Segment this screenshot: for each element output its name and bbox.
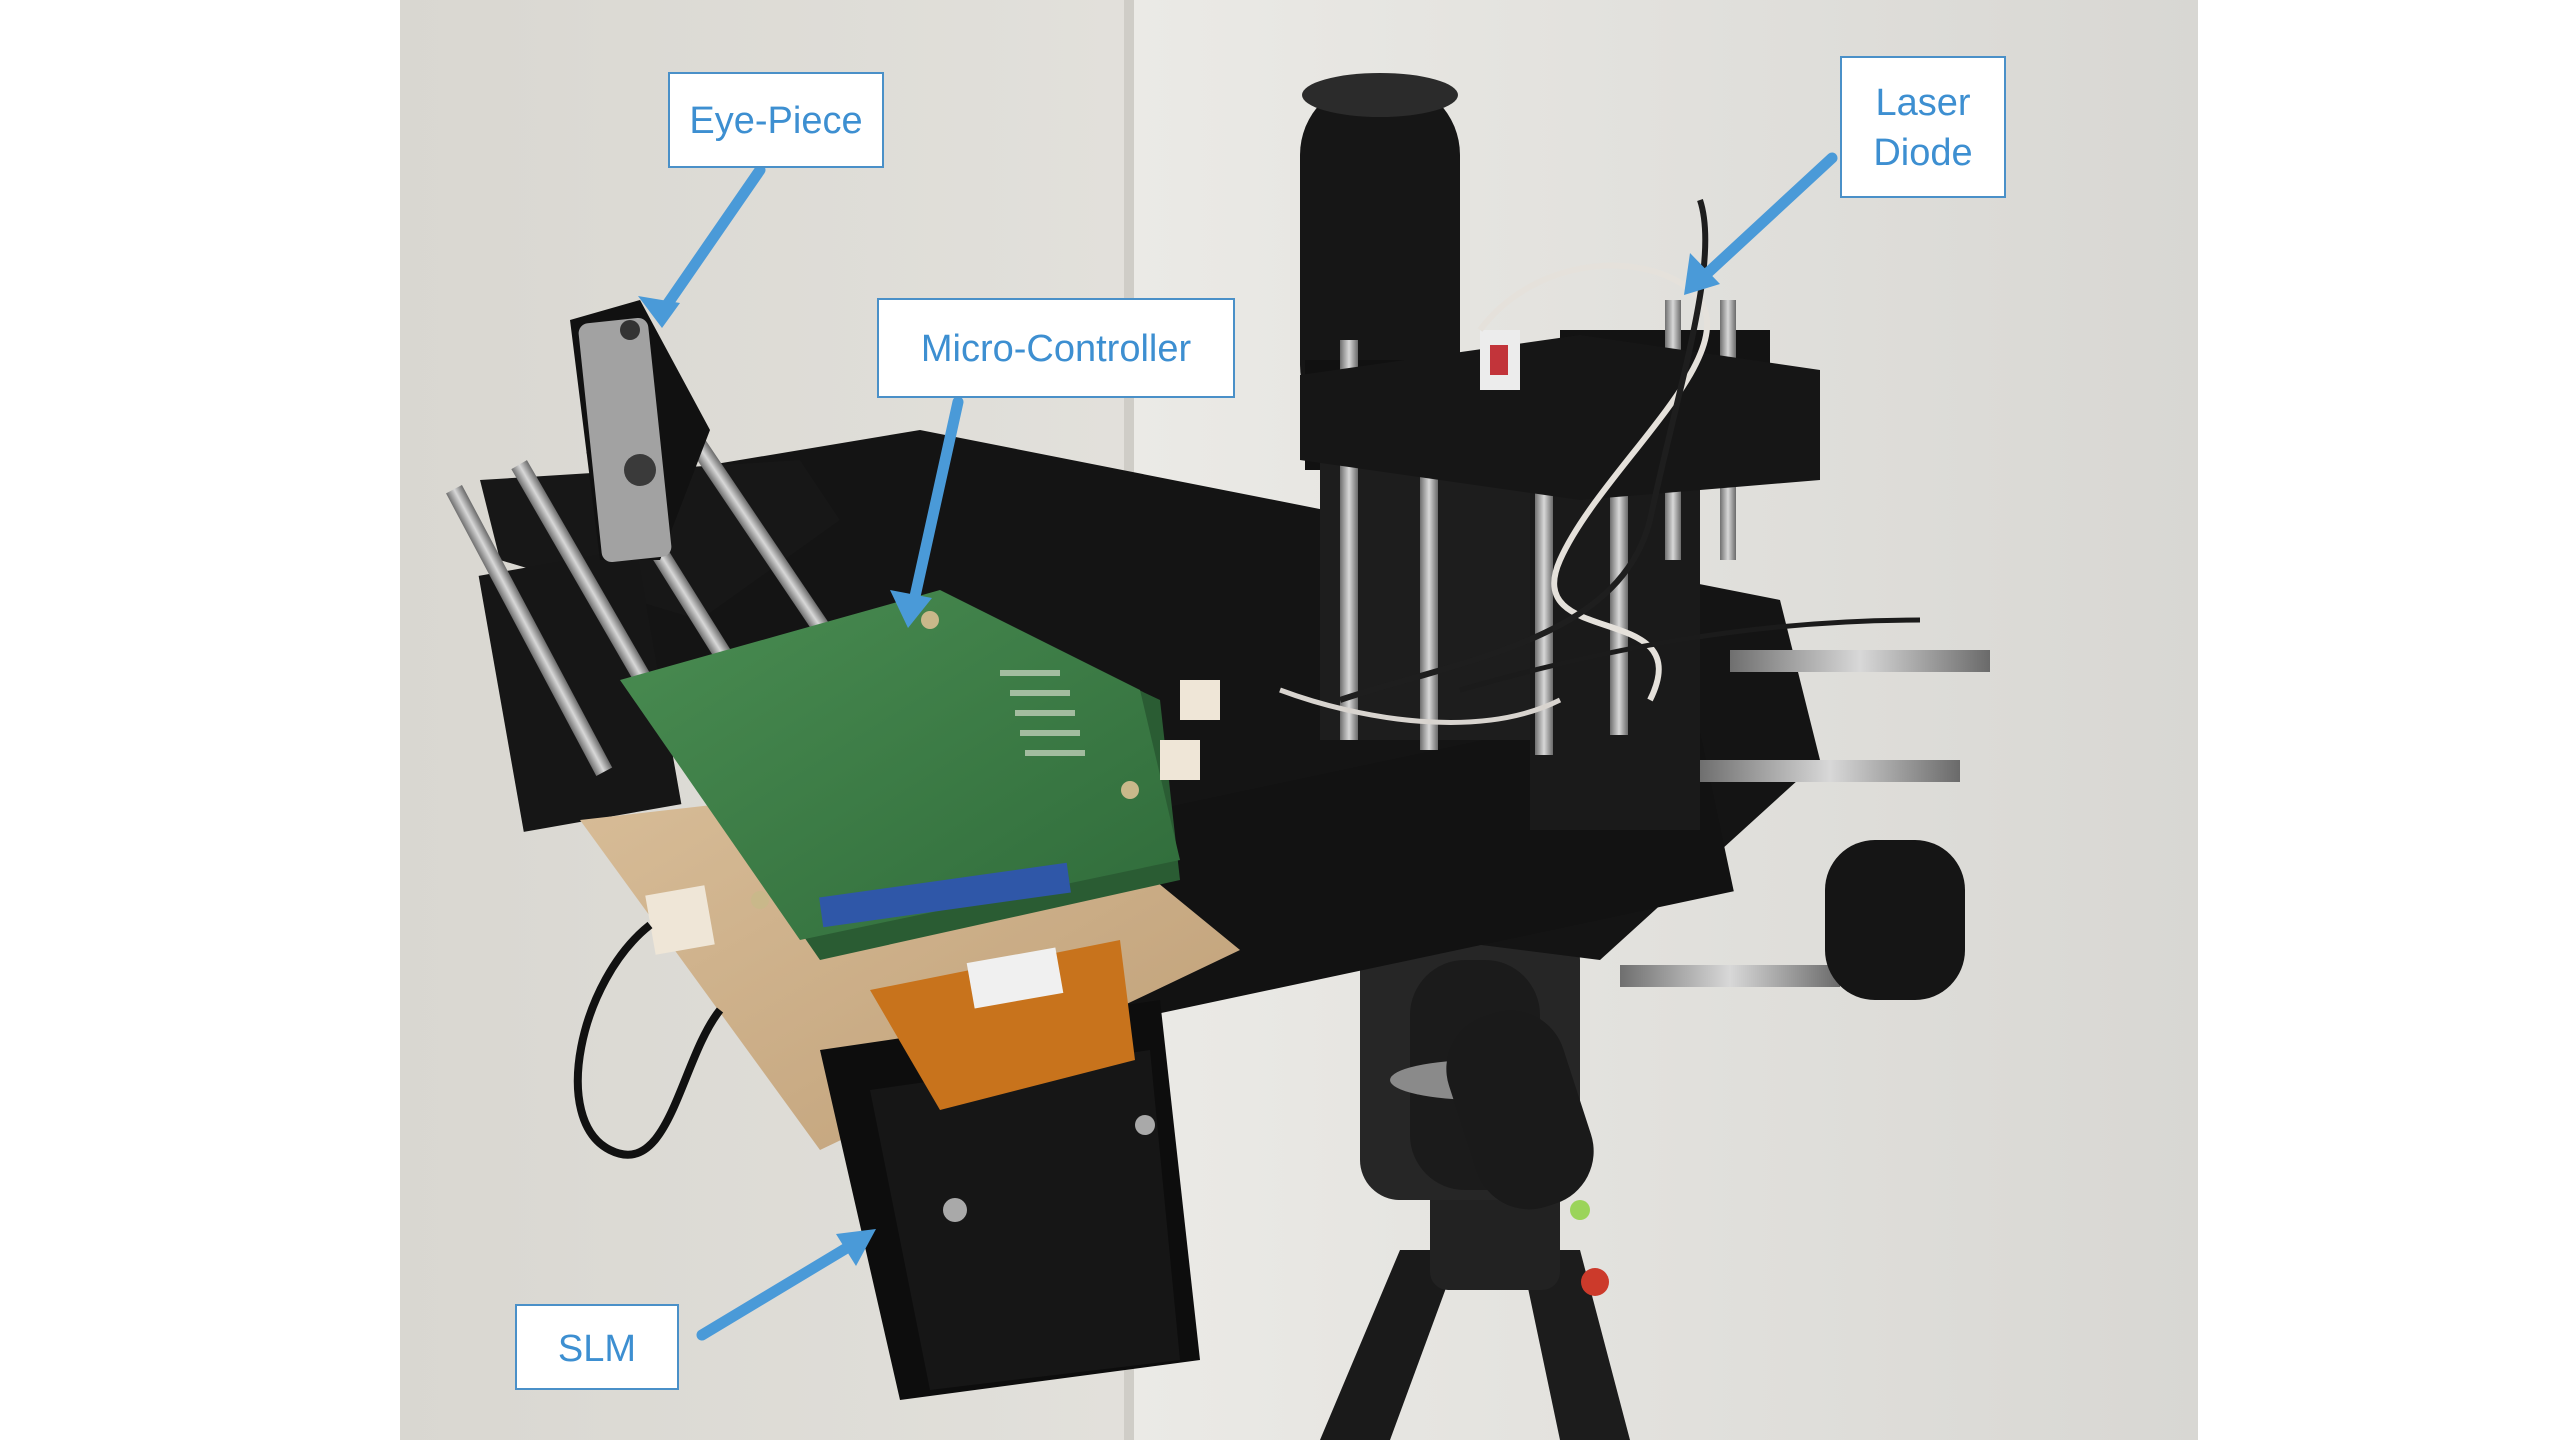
device-photo [400,0,2198,1440]
slm-label: SLM [515,1304,679,1390]
laser-diode-label: Laser Diode [1840,56,2006,198]
micro-controller-text: Micro-Controller [920,328,1192,370]
laser-diode-text-line2: Diode [1873,132,1973,174]
slm-text: SLM [557,1328,637,1370]
eye-piece-text: Eye-Piece [689,100,863,142]
eye-piece-label: Eye-Piece [668,72,884,168]
laser-diode-text-line1: Laser [1875,82,1971,124]
micro-controller-label: Micro-Controller [877,298,1235,398]
